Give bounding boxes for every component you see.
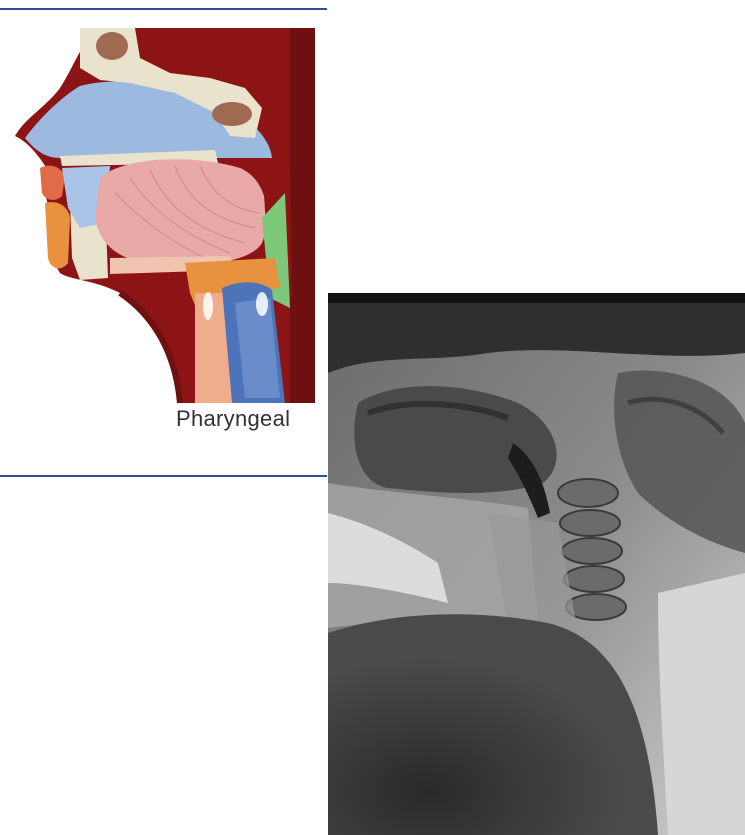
figure-caption: Pharyngeal [176,406,290,432]
videofluoroscopy-xray-image [328,293,745,835]
frontal-sinus [96,32,128,60]
sphenoid-sinus [212,102,252,126]
top-divider-line [0,8,327,10]
lower-lip [45,202,70,268]
bottom-divider-line [0,475,327,477]
pharyngeal-anatomy-illustration [0,18,325,408]
upper-lip [40,166,65,200]
